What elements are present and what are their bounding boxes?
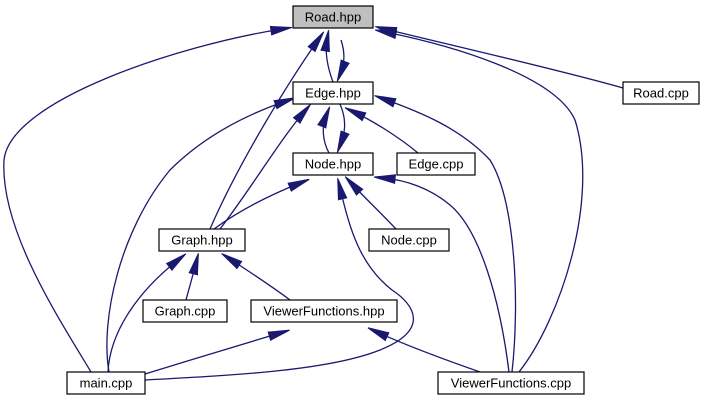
edges-layer bbox=[3, 25, 624, 381]
edge-main_cpp-to-edge_hpp bbox=[106, 97, 296, 373]
arrow-tip bbox=[375, 29, 398, 39]
arrow-tip bbox=[188, 253, 199, 276]
node-label: Node.cpp bbox=[381, 233, 437, 248]
node-box[interactable] bbox=[622, 81, 700, 105]
edge-graph_hpp-to-node_hpp bbox=[213, 178, 310, 230]
node-label: Graph.hpp bbox=[171, 233, 232, 248]
edge-graph_cpp-to-graph_hpp bbox=[185, 253, 199, 301]
edge-main_cpp-to-viewer_hpp bbox=[144, 329, 290, 375]
arrow-tip bbox=[367, 327, 390, 342]
node-box[interactable] bbox=[142, 299, 228, 323]
edge-node_hpp-to-edge_hpp bbox=[317, 106, 331, 154]
edge-viewer_cpp-to-edge_hpp bbox=[374, 95, 517, 373]
arrow-tip bbox=[344, 176, 364, 196]
node-label: Road.hpp bbox=[305, 10, 361, 25]
node-edge-cpp[interactable]: Edge.cpp bbox=[396, 152, 476, 176]
node-label: Edge.cpp bbox=[409, 157, 464, 172]
node-box[interactable] bbox=[66, 371, 146, 395]
node-label: ViewerFunctions.cpp bbox=[451, 376, 571, 391]
edge-main_cpp-to-graph_hpp bbox=[107, 253, 187, 373]
edge-graph_hpp-to-edge_hpp bbox=[219, 104, 311, 230]
node-box[interactable] bbox=[292, 5, 374, 29]
arrow-tip bbox=[269, 26, 293, 36]
node-label: Graph.cpp bbox=[155, 304, 216, 319]
arrow-tip bbox=[373, 174, 396, 184]
node-node-hpp[interactable]: Node.hpp bbox=[292, 152, 374, 176]
arrow-tip bbox=[307, 31, 325, 53]
edge-edge_hpp-to-node_hpp bbox=[336, 103, 350, 153]
node-box[interactable] bbox=[368, 228, 450, 252]
edge-viewer_cpp-to-road_hpp bbox=[375, 29, 584, 373]
node-road-cpp[interactable]: Road.cpp bbox=[622, 81, 700, 105]
arrow-tip bbox=[320, 29, 330, 53]
arrow-tip bbox=[221, 253, 243, 270]
arrow-tip bbox=[337, 178, 348, 201]
arrow-tip bbox=[344, 107, 367, 122]
edge-graph_hpp-to-road_hpp bbox=[209, 31, 325, 230]
edge-viewer_cpp-to-node_hpp bbox=[373, 174, 510, 373]
node-viewer-hpp[interactable]: ViewerFunctions.hpp bbox=[250, 299, 398, 323]
node-label: Edge.hpp bbox=[305, 86, 361, 101]
arrow-tip bbox=[273, 97, 296, 110]
node-main-cpp[interactable]: main.cpp bbox=[66, 371, 146, 395]
arrow-tip bbox=[292, 104, 311, 124]
edge-viewer_cpp-to-viewer_hpp bbox=[367, 327, 481, 373]
node-label: ViewerFunctions.hpp bbox=[263, 304, 384, 319]
node-graph-hpp[interactable]: Graph.hpp bbox=[158, 228, 246, 252]
node-box[interactable] bbox=[158, 228, 246, 252]
node-graph-cpp[interactable]: Graph.cpp bbox=[142, 299, 228, 323]
node-label: main.cpp bbox=[80, 376, 133, 391]
arrow-tip bbox=[317, 106, 331, 129]
edge-road_hpp-to-edge_hpp bbox=[336, 39, 350, 82]
node-node-cpp[interactable]: Node.cpp bbox=[368, 228, 450, 252]
node-label: Road.cpp bbox=[633, 86, 689, 101]
arrow-tip bbox=[336, 130, 350, 153]
arrow-tip bbox=[165, 253, 187, 271]
node-box[interactable] bbox=[250, 299, 398, 323]
node-box[interactable] bbox=[292, 81, 374, 105]
edge-road_cpp-to-road_hpp bbox=[375, 26, 624, 89]
node-box[interactable] bbox=[437, 371, 585, 395]
edge-viewer_hpp-to-graph_hpp bbox=[221, 253, 291, 301]
edge-main_cpp-to-node_hpp bbox=[144, 178, 414, 381]
node-road-hpp[interactable]: Road.hpp bbox=[292, 5, 374, 29]
arrow-tip bbox=[267, 329, 290, 341]
edge-main_cpp-to-road_hpp bbox=[3, 25, 293, 373]
arrow-tip bbox=[374, 95, 397, 108]
edge-edge_hpp-to-road_hpp bbox=[320, 29, 334, 83]
arrow-tip bbox=[287, 178, 310, 192]
arrow-tip bbox=[336, 59, 350, 82]
node-box[interactable] bbox=[396, 152, 476, 176]
node-edge-hpp[interactable]: Edge.hpp bbox=[292, 81, 374, 105]
node-viewer-cpp[interactable]: ViewerFunctions.cpp bbox=[437, 371, 585, 395]
edge-edge_cpp-to-edge_hpp bbox=[344, 107, 419, 154]
edge-node_cpp-to-node_hpp bbox=[344, 176, 397, 230]
node-box[interactable] bbox=[292, 152, 374, 176]
node-label: Node.hpp bbox=[305, 157, 361, 172]
